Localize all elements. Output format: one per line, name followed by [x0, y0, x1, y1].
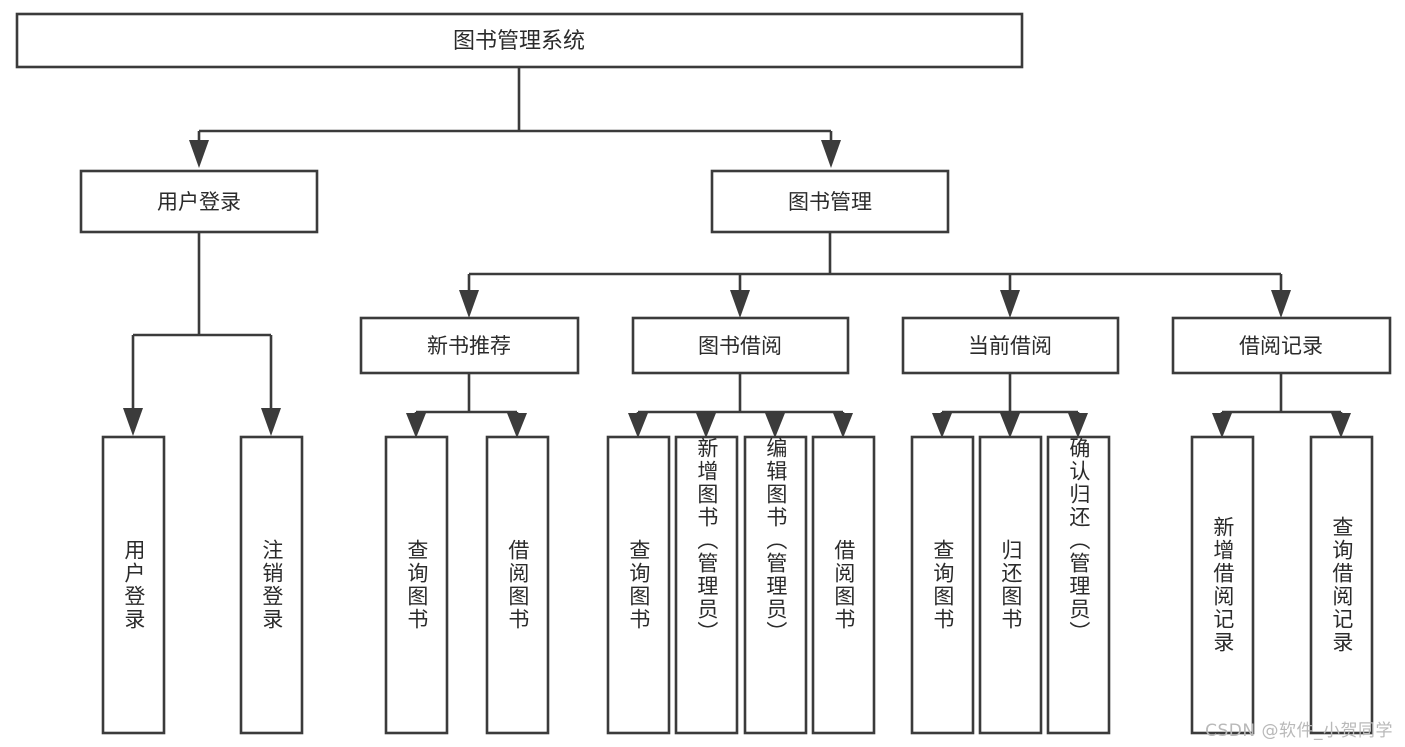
- arrow-head-icon: [1000, 290, 1020, 318]
- leaf-query-book-borrow-box: [606, 435, 671, 735]
- leaf-add-book-admin-box: [674, 435, 739, 735]
- leaf-query-borrow-record-box: [1309, 435, 1374, 735]
- arrow-head-icon: [833, 413, 853, 438]
- arrow-head-icon: [1271, 290, 1291, 318]
- arrow-head-icon: [1068, 413, 1088, 438]
- connector-borrow-record-to-leaves: [1212, 373, 1351, 438]
- arrow-head-icon: [459, 290, 479, 318]
- leaf-query-book-recommend-box: [384, 435, 449, 735]
- leaf-borrow-book-box: [811, 435, 876, 735]
- arrow-head-icon: [821, 140, 841, 168]
- node-user-login-label: 用户登录: [157, 190, 241, 214]
- node-current-borrow-label: 当前借阅: [968, 334, 1052, 358]
- node-user-login[interactable]: 用户登录: [79, 169, 319, 234]
- leaf-return-book[interactable]: [978, 435, 1043, 735]
- leaf-add-borrow-record[interactable]: [1190, 435, 1255, 735]
- leaf-edit-book-admin-box: [743, 435, 808, 735]
- node-root-box: [15, 12, 1024, 69]
- arrow-head-icon: [1331, 413, 1351, 438]
- connector-book-borrow-to-leaves: [628, 373, 853, 438]
- node-book-management[interactable]: 图书管理: [710, 169, 950, 234]
- arrow-head-icon: [628, 413, 648, 438]
- arrow-head-icon: [765, 413, 785, 438]
- leaf-edit-book-admin[interactable]: [743, 435, 808, 735]
- leaf-add-borrow-record-box: [1190, 435, 1255, 735]
- connector-user-login-to-leaves: [123, 232, 281, 436]
- arrow-head-icon: [696, 413, 716, 438]
- arrow-head-icon: [1000, 413, 1020, 438]
- connector-current-borrow-to-leaves: [932, 373, 1088, 438]
- node-book-borrow-label: 图书借阅: [698, 334, 782, 358]
- leaf-user-login[interactable]: [101, 435, 166, 735]
- arrow-head-icon: [730, 290, 750, 318]
- leaf-borrow-book[interactable]: [811, 435, 876, 735]
- node-current-borrow-box: [901, 316, 1120, 375]
- node-current-borrow[interactable]: 当前借阅: [901, 316, 1120, 375]
- arrow-head-icon: [1212, 413, 1232, 438]
- leaf-query-book-current[interactable]: [910, 435, 975, 735]
- leaf-logout[interactable]: [239, 435, 304, 735]
- node-root[interactable]: 图书管理系统: [15, 12, 1024, 69]
- arrow-head-icon: [507, 413, 527, 438]
- arrow-head-icon: [261, 408, 281, 436]
- node-book-management-label: 图书管理: [788, 190, 872, 214]
- leaf-user-login-box: [101, 435, 166, 735]
- connector-new-book-recommend-to-leaves: [406, 373, 527, 438]
- leaf-add-book-admin[interactable]: [674, 435, 739, 735]
- leaf-confirm-return-admin-box: [1046, 435, 1111, 735]
- node-borrow-record[interactable]: 借阅记录: [1171, 316, 1392, 375]
- leaf-confirm-return-admin[interactable]: [1046, 435, 1111, 735]
- node-new-book-recommend-box: [359, 316, 580, 375]
- arrow-head-icon: [406, 413, 426, 438]
- node-book-borrow[interactable]: 图书借阅: [631, 316, 850, 375]
- arrow-head-icon: [189, 140, 209, 168]
- leaf-query-book-borrow[interactable]: [606, 435, 671, 735]
- node-new-book-recommend[interactable]: 新书推荐: [359, 316, 580, 375]
- connector-root-to-level2: [189, 67, 841, 168]
- leaf-query-book-current-box: [910, 435, 975, 735]
- node-root-label: 图书管理系统: [453, 29, 585, 54]
- connector-book-management-to-level3: [459, 232, 1291, 318]
- leaf-borrow-book-recommend[interactable]: [485, 435, 550, 735]
- leaf-return-book-box: [978, 435, 1043, 735]
- leaf-query-book-recommend[interactable]: [384, 435, 449, 735]
- node-borrow-record-label: 借阅记录: [1239, 334, 1323, 358]
- leaf-borrow-book-recommend-box: [485, 435, 550, 735]
- node-new-book-recommend-label: 新书推荐: [427, 334, 511, 358]
- leaf-query-borrow-record[interactable]: [1309, 435, 1374, 735]
- arrow-head-icon: [123, 408, 143, 436]
- watermark-text: CSDN @软件_小贺同学: [1205, 721, 1393, 741]
- node-user-login-box: [79, 169, 319, 234]
- arrow-head-icon: [932, 413, 952, 438]
- leaf-logout-box: [239, 435, 304, 735]
